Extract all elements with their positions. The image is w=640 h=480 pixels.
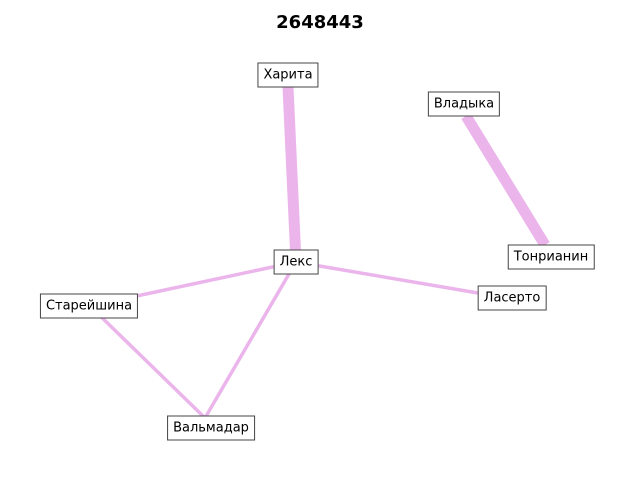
graph-edges xyxy=(88,86,550,420)
node-leks: Лекс xyxy=(273,249,319,275)
edge-leks-valmadar xyxy=(203,261,298,419)
node-lacerto: Ласерто xyxy=(477,285,547,311)
graph-title: 2648443 xyxy=(276,12,364,33)
node-stareyshina: Старейшина xyxy=(39,293,139,319)
edge-stareyshina-valmadar xyxy=(88,304,207,420)
node-vladyka: Владыка xyxy=(427,91,501,117)
node-harita: Харита xyxy=(257,62,319,88)
edge-harita-leks xyxy=(282,86,302,263)
node-valmadar: Вальмадар xyxy=(167,415,255,441)
edge-leks-lacerto xyxy=(295,260,479,295)
edge-vladyka-tonrianin xyxy=(461,113,550,248)
node-tonrianin: Тонрианин xyxy=(507,244,595,270)
